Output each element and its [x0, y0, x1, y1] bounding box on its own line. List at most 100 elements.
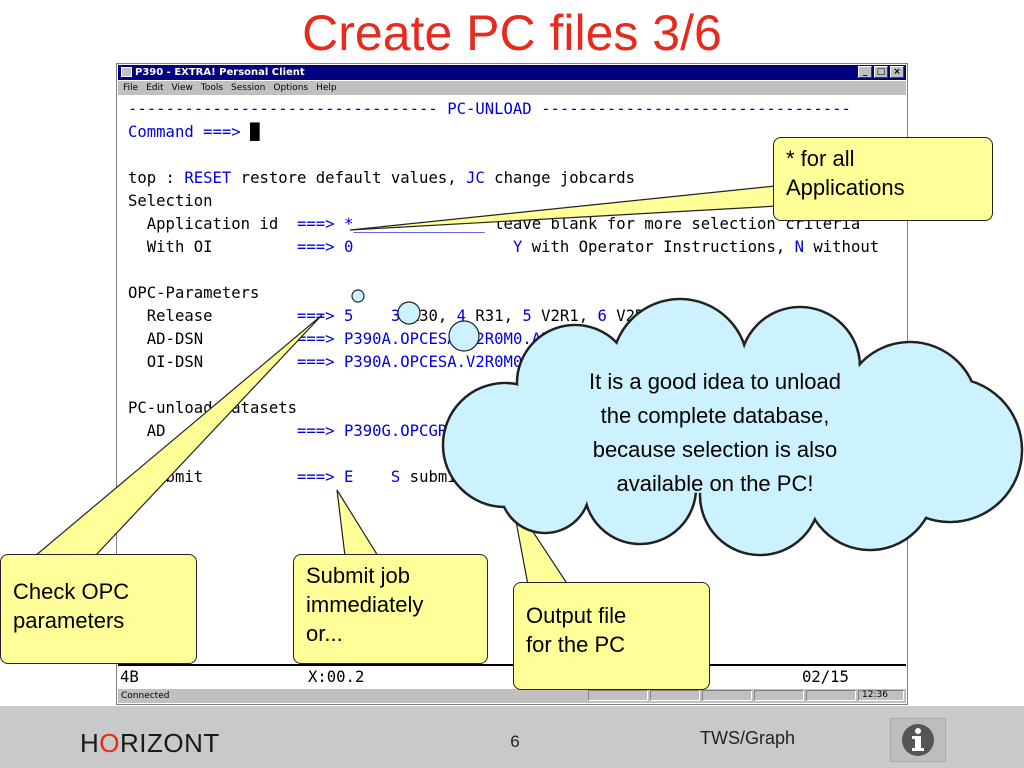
- menu-help[interactable]: Help: [316, 83, 337, 93]
- slide-title: Create PC files 3/6: [302, 5, 722, 61]
- arrow: ===>: [297, 238, 344, 256]
- arrow: ===>: [297, 215, 344, 233]
- menu-session[interactable]: Session: [231, 83, 266, 93]
- menu-view[interactable]: View: [171, 83, 193, 93]
- minimize-icon[interactable]: _: [858, 66, 872, 78]
- pc-ad-label: AD: [128, 422, 297, 440]
- check-opc-pointer: [33, 314, 323, 557]
- release-label: Release: [128, 307, 297, 325]
- jc-desc: change jobcards: [484, 169, 636, 187]
- output-callout: Output file for the PC: [513, 582, 710, 690]
- response-time: X:00.2: [308, 668, 365, 686]
- status-cell: [702, 690, 752, 701]
- session-indicator: 4B: [120, 668, 139, 686]
- with-oi-label: With OI: [128, 238, 297, 256]
- arrow: ===>: [297, 307, 344, 325]
- oi-dsn-field[interactable]: P390A.OPCESA.V2R0M0.OI: [343, 353, 551, 371]
- window-title: P390 - EXTRA! Personal Client: [135, 67, 305, 78]
- command-cursor[interactable]: █: [250, 123, 260, 141]
- arrow: ===>: [297, 422, 344, 440]
- maximize-icon[interactable]: □: [874, 66, 888, 78]
- with-oi-field[interactable]: 0: [343, 238, 354, 256]
- release-opt-5: 5: [522, 307, 532, 325]
- opc-parameters-heading: OPC-Parameters: [128, 284, 260, 302]
- n-option: N: [794, 238, 804, 256]
- app-icon[interactable]: [121, 67, 132, 77]
- jc-command: JC: [466, 169, 485, 187]
- page-number: 6: [510, 732, 520, 751]
- callout-line: Output file: [526, 603, 627, 628]
- selection-heading: Selection: [128, 192, 213, 210]
- status-cell: [806, 690, 856, 701]
- cloud: [441, 297, 1024, 557]
- command-label: Command ===>: [128, 123, 251, 141]
- logo-o: O: [99, 728, 121, 758]
- ad-dsn-field[interactable]: P390A.OPCESA.V2R0M0.AD: [343, 330, 551, 348]
- reset-command: RESET: [184, 169, 232, 187]
- pc-unload-heading: PC-unload datasets: [128, 399, 297, 417]
- reset-desc: restore default values,: [231, 169, 467, 187]
- oi-end: without: [804, 238, 880, 256]
- cursor-position: 02/15: [802, 668, 849, 686]
- top-prefix: top :: [128, 169, 185, 187]
- cloud-line: It is a good idea to unload: [589, 369, 841, 394]
- horizont-logo: HORIZONT: [80, 728, 220, 759]
- cloud-note: It is a good idea to unload the complete…: [525, 365, 905, 501]
- thought-bubble-large: [448, 320, 480, 352]
- thought-bubble-small: [351, 289, 365, 303]
- application-id-field[interactable]: *: [343, 215, 354, 233]
- callout-line: immediately: [306, 592, 424, 617]
- cloud-line: the complete database,: [600, 403, 830, 428]
- callout-line: Applications: [786, 175, 905, 200]
- menu-bar: File Edit View Tools Session Options Hel…: [118, 81, 906, 95]
- info-icon[interactable]: [890, 718, 946, 762]
- all-apps-pointer: [349, 185, 779, 231]
- logo-rest: RIZONT: [120, 728, 220, 758]
- status-cell: [754, 690, 804, 701]
- callout-line: Check OPC: [13, 579, 130, 604]
- status-bar: Connected 12:36: [118, 689, 906, 703]
- cloud-line: available on the PC!: [616, 471, 814, 496]
- menu-file[interactable]: File: [123, 83, 139, 93]
- callout-line: * for all: [786, 146, 855, 171]
- terminal-screen[interactable]: --------------------------------- PC-UNL…: [128, 98, 879, 489]
- release-v2r1: V2R1,: [531, 307, 598, 325]
- slide-footer: HORIZONT 6 TWS/Graph: [0, 706, 1024, 768]
- y-option: Y: [512, 238, 523, 256]
- oi-dsn-label: OI-DSN: [128, 353, 297, 371]
- close-icon[interactable]: ×: [890, 66, 904, 78]
- status-clock: 12:36: [858, 690, 904, 701]
- release-r31: R31,: [466, 307, 523, 325]
- callout-line: for the PC: [526, 632, 626, 657]
- ad-dsn-label: AD-DSN: [128, 330, 297, 348]
- menu-options[interactable]: Options: [273, 83, 309, 93]
- callout-line: or...: [306, 621, 343, 646]
- menu-edit[interactable]: Edit: [146, 83, 164, 93]
- submit-callout: Submit job immediately or...: [293, 554, 488, 664]
- status-cell: [650, 690, 700, 701]
- thought-bubble-medium: [397, 301, 421, 325]
- arrow: ===>: [297, 353, 344, 371]
- window-titlebar[interactable]: P390 - EXTRA! Personal Client _ □ ×: [118, 65, 906, 80]
- arrow: ===>: [297, 468, 344, 486]
- panel-header: --------------------------------- PC-UNL…: [128, 100, 851, 118]
- cloud-line: because selection is also: [592, 437, 838, 462]
- check-opc-callout: Check OPC parameters: [0, 554, 197, 664]
- logo-h: H: [80, 728, 100, 758]
- arrow: ===>: [297, 330, 344, 348]
- submit-pointer: [336, 489, 380, 557]
- status-cell: [588, 690, 648, 701]
- submit-field[interactable]: E: [343, 468, 354, 486]
- release-opt-6: 6: [597, 307, 607, 325]
- application-id-label: Application id: [128, 215, 297, 233]
- release-field[interactable]: 5: [343, 307, 354, 325]
- release-opt-4: 4: [456, 307, 467, 325]
- connection-status: Connected: [121, 691, 170, 701]
- terminal-operator-line: 4B X:00.2 02/15: [118, 664, 906, 688]
- oi-mid: with Operator Instructions,: [522, 238, 795, 256]
- callout-line: Submit job: [306, 563, 410, 588]
- release-opt-3: 3: [390, 307, 401, 325]
- callout-line: parameters: [13, 608, 125, 633]
- menu-tools[interactable]: Tools: [200, 83, 224, 93]
